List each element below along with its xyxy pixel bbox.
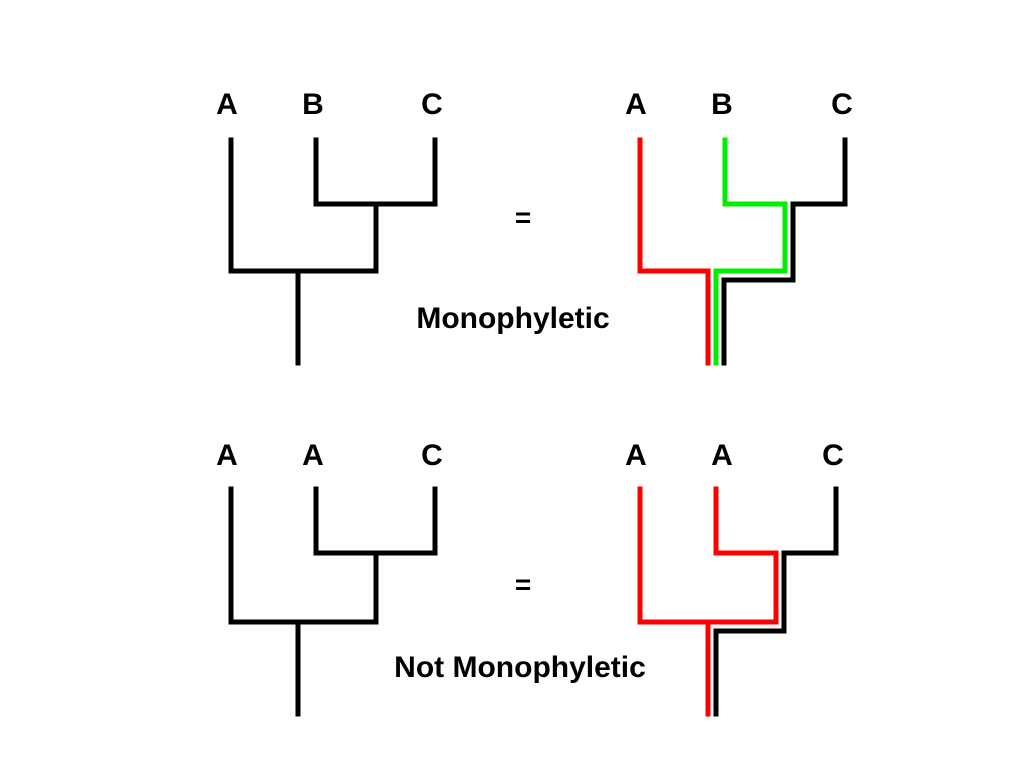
- row-monophyletic: A B C = Monophyletic A B C: [216, 88, 853, 366]
- row2-right-tip-2: A: [711, 439, 733, 472]
- row1-right-tip-1: A: [625, 88, 647, 121]
- row2-left-branch-c: [373, 486, 438, 556]
- row2-right-lineage-a-root: [637, 486, 711, 625]
- row1-left-branch-a: [228, 137, 301, 366]
- row1-left-tree: [228, 137, 438, 366]
- row2-right-tip-3: C: [822, 439, 844, 472]
- row2-left-tip-3: C: [421, 439, 443, 472]
- row2-equals-sign: =: [515, 569, 531, 600]
- row2-left-tip-1: A: [216, 439, 238, 472]
- row1-left-branch-b: [295, 137, 379, 274]
- row2-left-branch-a1: [228, 486, 301, 717]
- row1-right-tip-3: C: [831, 88, 853, 121]
- row2-left-branch-a2: [295, 486, 379, 625]
- row1-right-lineage-a: [637, 137, 711, 366]
- row1-right-branch-c: [721, 137, 848, 366]
- row2-right-tree: [637, 486, 839, 717]
- row2-right-tip-1: A: [625, 439, 647, 472]
- row1-equals-sign: =: [515, 202, 531, 233]
- row2-caption: Not Monophyletic: [394, 651, 646, 684]
- row1-right-lineage-b: [713, 137, 788, 366]
- row2-right-lineage-a: [705, 486, 779, 717]
- row1-left-branch-c: [373, 137, 438, 207]
- row2-left-tip-2: A: [302, 439, 324, 472]
- row2-left-tree: [228, 486, 438, 717]
- row-not-monophyletic: A A C = Not Monophyletic A A C: [216, 439, 844, 717]
- row1-right-tree: [637, 137, 848, 366]
- row1-left-tip-3: C: [421, 88, 443, 121]
- row2-right-branch-c: [713, 486, 839, 717]
- row1-left-tip-1: A: [216, 88, 238, 121]
- row1-caption: Monophyletic: [416, 302, 609, 335]
- row1-right-tip-2: B: [711, 88, 733, 121]
- row1-left-tip-2: B: [302, 88, 324, 121]
